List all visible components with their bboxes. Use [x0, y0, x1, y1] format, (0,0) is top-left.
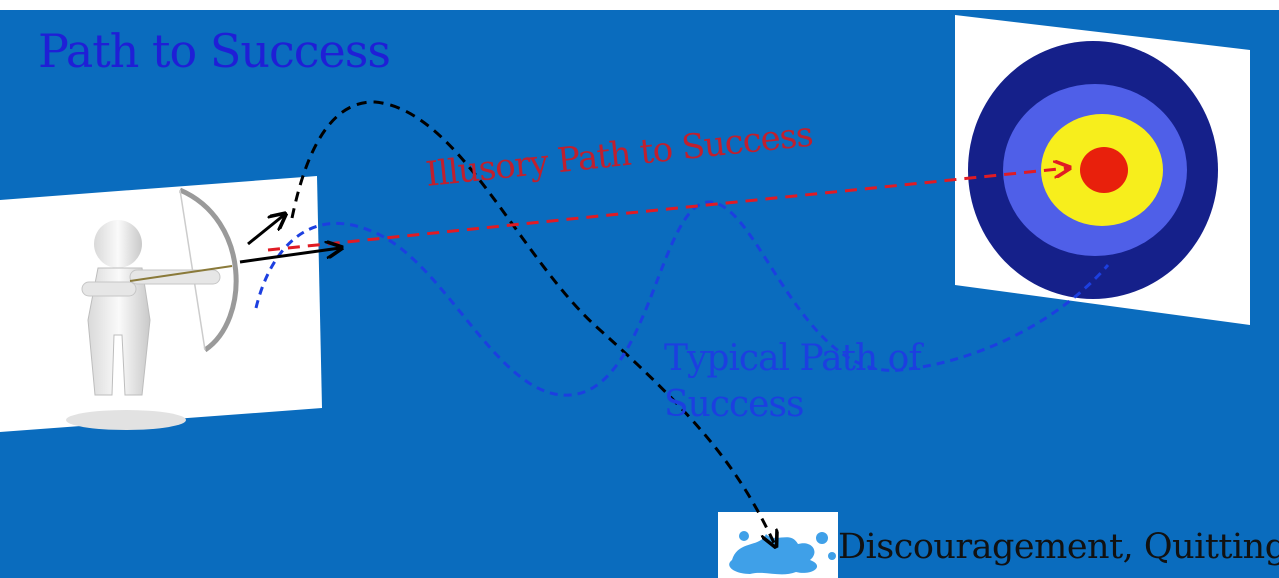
- splash-icon: [718, 512, 838, 578]
- typical-path-label: Typical Path of Success: [664, 338, 922, 425]
- typical-path: [254, 200, 1110, 397]
- shot-arrow-straight: [239, 248, 340, 264]
- illusory-path: [267, 168, 1068, 252]
- page-title: Path to Success: [38, 24, 391, 78]
- quitting-label: Discouragement, Quitting: [838, 527, 1279, 567]
- quit-path: [290, 100, 775, 545]
- shot-arrow-up: [247, 215, 284, 246]
- archer-icon: [0, 176, 322, 432]
- target-icon: [955, 15, 1250, 325]
